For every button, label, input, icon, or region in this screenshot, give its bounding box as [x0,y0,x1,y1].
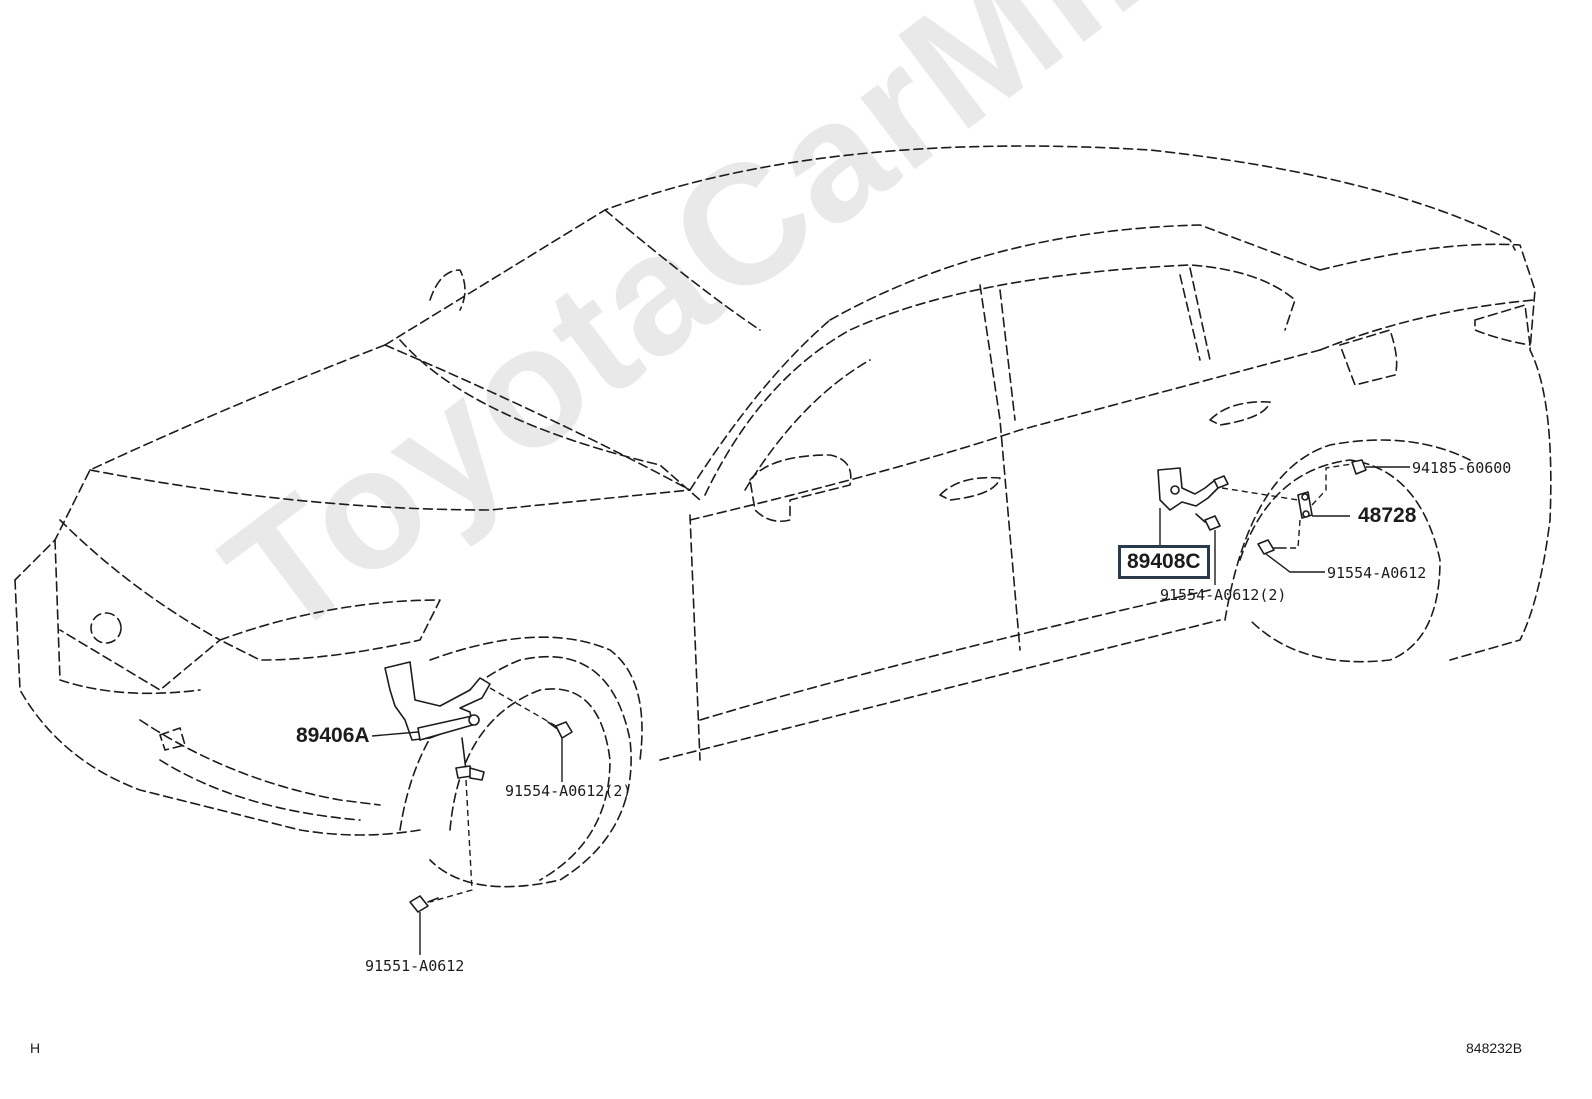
rear-nut-icon [1351,459,1367,475]
rear-link-label: 48728 [1358,504,1417,527]
rear-bolt-icon [1257,539,1287,555]
front-bolt-icon [547,721,573,739]
rear-nut-label: 94185-60600 [1412,459,1512,477]
rear-bolt-pair-icon [1195,513,1221,531]
car-body-outline [14,145,1552,888]
front-bolt-pair-label: 91554-A0612(2) [505,782,632,800]
diagram-id: 848232B [1466,1040,1523,1056]
front-lower-bolt-label: 91551-A0612 [365,957,465,975]
rear-sensor-label: 89408C [1118,545,1210,579]
rear-link-part [1297,491,1313,519]
rear-bolt-label: 91554-A0612 [1327,564,1427,582]
leader-lines [371,463,1410,955]
front-height-sensor-part [384,661,491,781]
corner-code: H [30,1040,41,1056]
rear-height-sensor-part [1157,467,1229,511]
rear-bolt-pair-label: 91554-A0612(2) [1160,586,1287,604]
front-sensor-label: 89406A [296,724,370,747]
front-lower-bolt-icon [409,895,439,913]
